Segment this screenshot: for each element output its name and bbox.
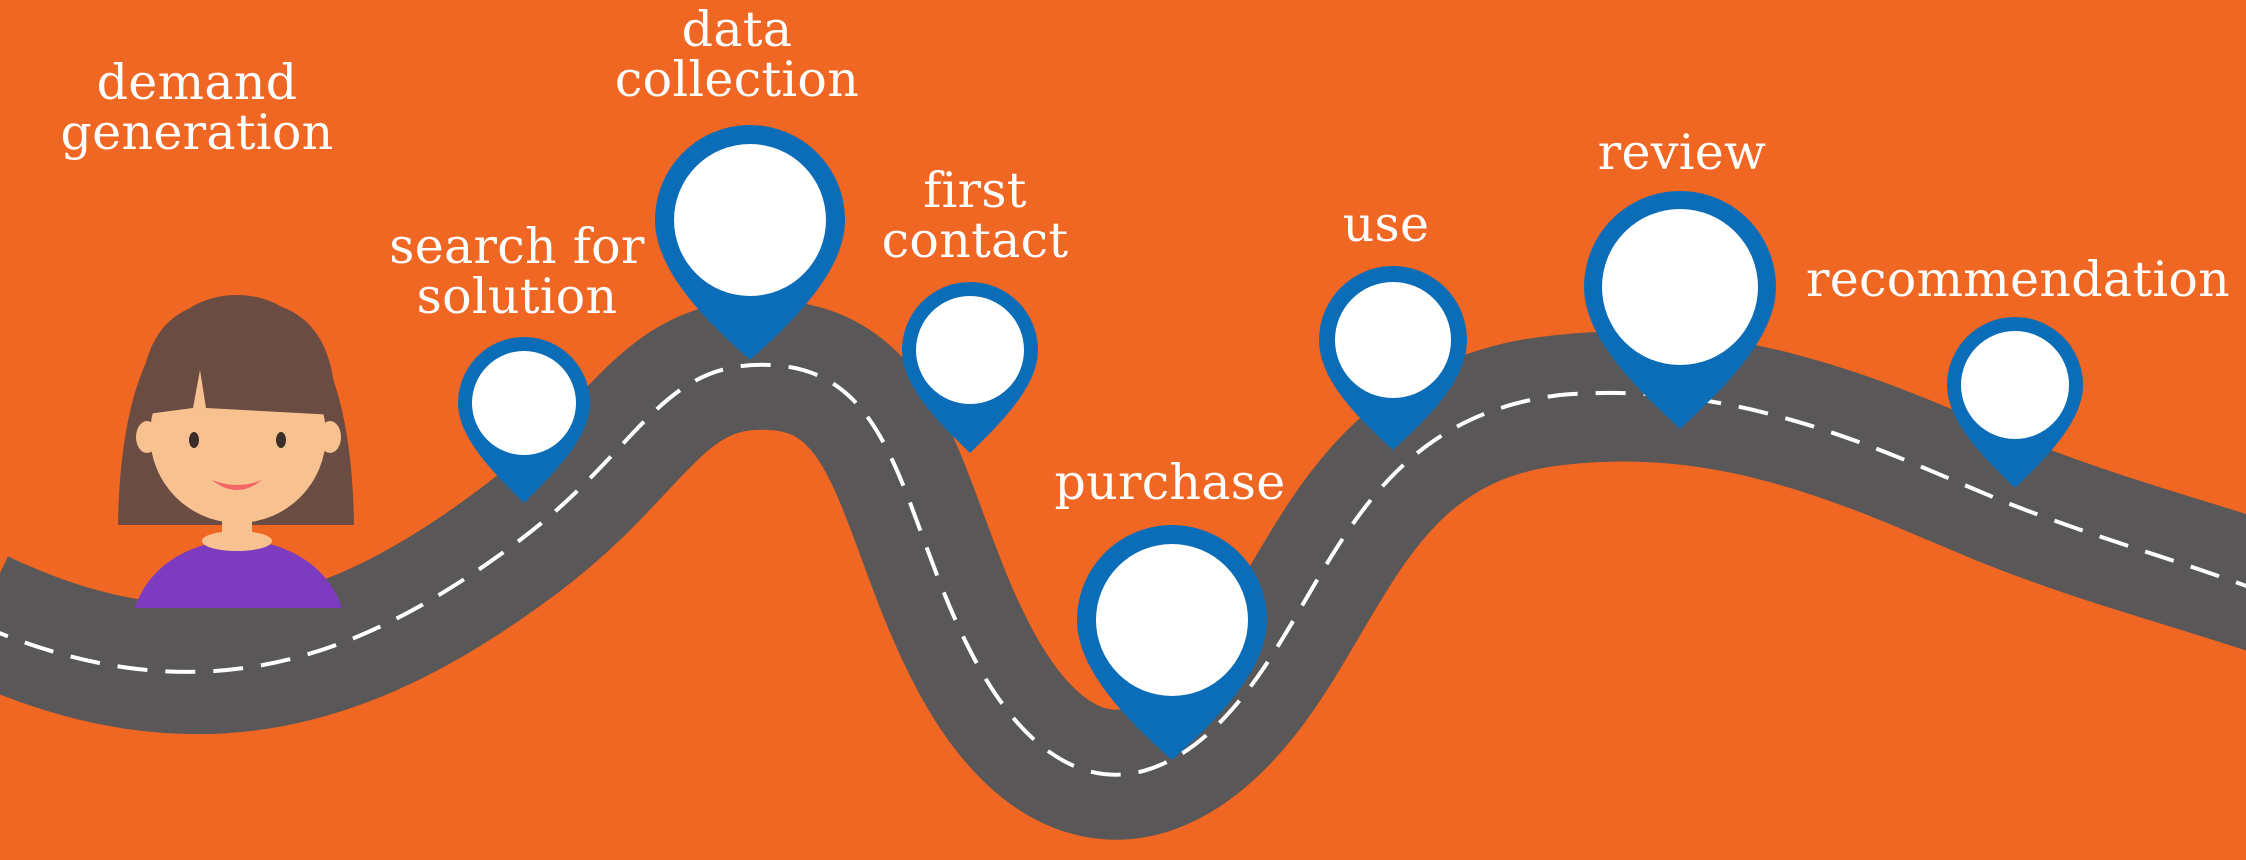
road xyxy=(0,299,2246,840)
label-use: use xyxy=(1343,200,1430,250)
label-search-for-solution: search for solution xyxy=(389,222,644,322)
pin-data-collection xyxy=(655,125,845,360)
pin-center xyxy=(674,144,826,296)
pin-center xyxy=(1961,331,2069,439)
pin-first-contact xyxy=(902,282,1038,453)
label-line: contact xyxy=(881,212,1069,269)
label-line: first xyxy=(923,162,1027,219)
label-review: review xyxy=(1598,128,1767,178)
eye-left xyxy=(189,432,199,448)
label-line: search for xyxy=(389,218,645,275)
road-center-dashes xyxy=(0,362,2246,777)
label-line: collection xyxy=(614,51,860,108)
label-purchase: purchase xyxy=(1054,458,1285,508)
pin-purchase xyxy=(1077,525,1267,760)
label-data-collection: data collection xyxy=(615,5,859,105)
hair-bangs xyxy=(140,300,336,415)
person-avatar xyxy=(118,295,354,608)
pin-recommendation xyxy=(1947,317,2083,488)
pin-center xyxy=(916,296,1024,404)
pin-review xyxy=(1584,191,1776,429)
pin-center xyxy=(472,351,576,455)
shirt xyxy=(135,540,342,608)
pin-use xyxy=(1319,266,1467,450)
pin-center xyxy=(1602,209,1758,365)
label-line: recommendation xyxy=(1805,251,2231,308)
collar xyxy=(202,531,272,551)
label-line: purchase xyxy=(1054,454,1286,511)
pin-search-for-solution xyxy=(458,337,590,503)
eye-right xyxy=(276,432,286,448)
label-line: data xyxy=(681,1,793,58)
mouth xyxy=(212,480,262,490)
label-line: use xyxy=(1342,196,1430,253)
label-line: review xyxy=(1597,124,1767,181)
label-demand-generation: demand generation xyxy=(61,58,334,158)
label-recommendation: recommendation xyxy=(1806,255,2230,305)
pin-center xyxy=(1335,282,1451,398)
label-line: demand xyxy=(96,54,298,111)
pin-center xyxy=(1096,544,1248,696)
label-first-contact: first contact xyxy=(882,166,1069,266)
label-line: solution xyxy=(416,268,618,325)
label-line: generation xyxy=(60,104,334,161)
